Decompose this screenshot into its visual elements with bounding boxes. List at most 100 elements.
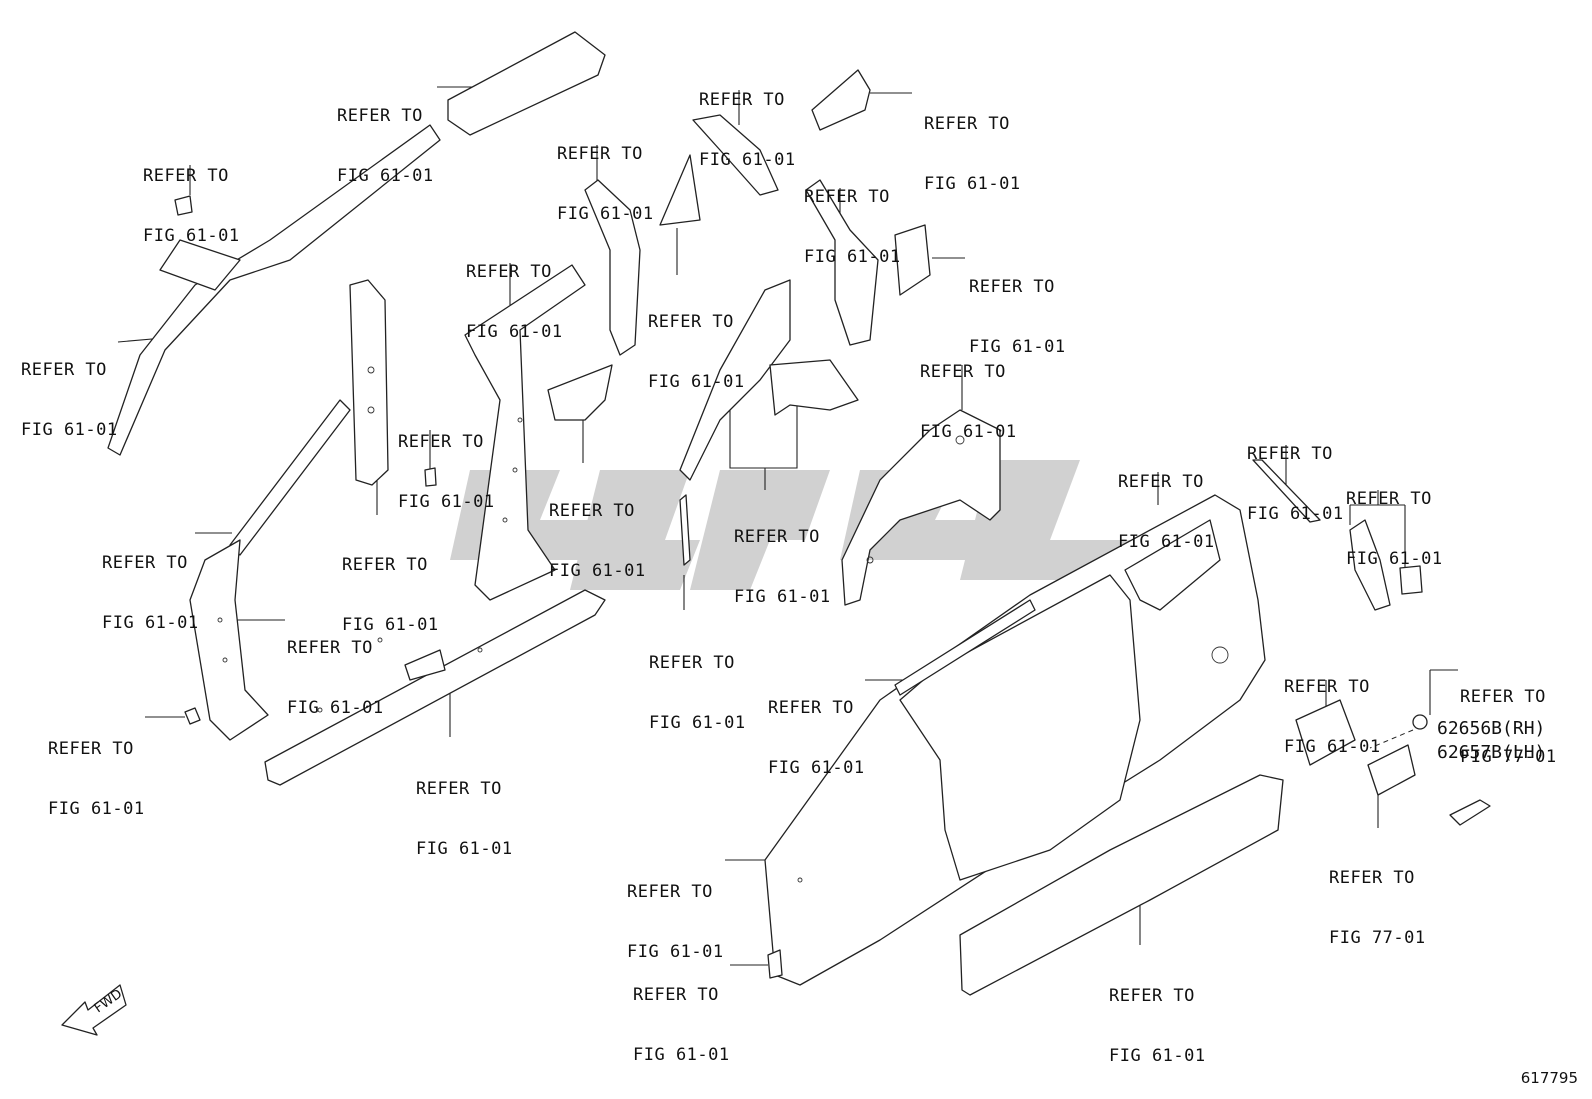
center-pillar-reinforcement-part bbox=[584, 179, 641, 356]
parts bbox=[61, 31, 1491, 1036]
callout-refer-clip-1[interactable]: REFER TO FIG 61-01 bbox=[143, 126, 240, 266]
callout-line1: REFER TO bbox=[102, 553, 188, 573]
callout-line1: REFER TO bbox=[699, 90, 785, 110]
callout-refer-fuel-filler-housing[interactable]: REFER TO FIG 61-01 bbox=[1284, 637, 1381, 777]
b-pillar-part bbox=[464, 264, 586, 601]
callout-line1: REFER TO bbox=[969, 277, 1055, 297]
callout-line1: REFER TO bbox=[633, 985, 719, 1005]
quarter-window-part bbox=[1124, 519, 1221, 611]
callout-refer-quarter-strip[interactable]: REFER TO FIG 61-01 bbox=[1247, 404, 1344, 544]
callout-refer-quarter-inner-panel[interactable]: REFER TO FIG 61-01 bbox=[920, 322, 1017, 462]
callout-line1: REFER TO bbox=[1284, 677, 1370, 697]
callout-line1: REFER TO bbox=[1247, 444, 1333, 464]
callout-line1: REFER TO bbox=[804, 187, 890, 207]
callout-line1: REFER TO bbox=[1346, 489, 1432, 509]
callout-line2: FIG 61-01 bbox=[734, 587, 831, 607]
callout-refer-bracket-1[interactable]: REFER TO FIG 61-01 bbox=[969, 237, 1066, 377]
fwd-arrow-icon bbox=[61, 984, 127, 1036]
callout-line2: FIG 61-01 bbox=[1284, 737, 1381, 757]
callout-line1: REFER TO bbox=[416, 779, 502, 799]
callout-line2: FIG 77-01 bbox=[1329, 928, 1426, 948]
gusset-part-1 bbox=[659, 154, 701, 226]
wheel-house-outer-part bbox=[769, 359, 859, 416]
callout-line1: REFER TO bbox=[48, 739, 134, 759]
callout-refer-gusset-2[interactable]: REFER TO FIG 61-01 bbox=[549, 461, 646, 601]
callout-line2: FIG 61-01 bbox=[21, 420, 118, 440]
fuel-filler-housing-part bbox=[1295, 699, 1356, 766]
callout-line2: FIG 61-01 bbox=[398, 492, 495, 512]
callout-line2: FIG 61-01 bbox=[924, 174, 1021, 194]
leader-lines bbox=[117, 86, 1458, 966]
callout-line2: FIG 61-01 bbox=[969, 337, 1066, 357]
callout-line1: REFER TO bbox=[924, 114, 1010, 134]
quarter-strip-part bbox=[1252, 459, 1321, 523]
callout-refer-side-sill[interactable]: REFER TO FIG 61-01 bbox=[1109, 946, 1206, 1086]
gusset-part-2 bbox=[547, 364, 613, 421]
callout-refer-front-pillar-outer[interactable]: REFER TO FIG 61-01 bbox=[102, 513, 199, 653]
callout-line1: REFER TO bbox=[549, 501, 635, 521]
roof-rail-rear-part bbox=[447, 31, 606, 136]
callout-refer-roof-corner[interactable]: REFER TO FIG 61-01 bbox=[924, 74, 1021, 214]
callout-refer-clip-3[interactable]: REFER TO FIG 61-01 bbox=[48, 699, 145, 839]
callout-refer-quarter-pillar-upper[interactable]: REFER TO FIG 61-01 bbox=[699, 50, 796, 190]
callout-refer-fuel-lid[interactable]: REFER TO FIG 77-01 bbox=[1329, 828, 1426, 968]
quarter-inner-panel-part bbox=[841, 409, 1001, 606]
front-pillar-outer-part bbox=[229, 399, 351, 556]
callout-refer-pillar-strip[interactable]: REFER TO FIG 61-01 bbox=[649, 613, 746, 753]
callout-line1: REFER TO bbox=[734, 527, 820, 547]
callout-refer-a-pillar-inner[interactable]: REFER TO FIG 61-01 bbox=[342, 515, 439, 655]
callout-line2: FIG 61-01 bbox=[549, 561, 646, 581]
part-code-rh[interactable]: 62656B(RH) bbox=[1437, 718, 1546, 739]
front-door-opening-part bbox=[899, 574, 1141, 881]
callout-refer-side-outer-front[interactable]: REFER TO FIG 61-01 bbox=[627, 842, 724, 982]
callout-line1: REFER TO bbox=[557, 144, 643, 164]
callout-refer-roof-drip[interactable]: REFER TO FIG 61-01 bbox=[768, 658, 865, 798]
callout-refer-quarter-inner-upper[interactable]: REFER TO FIG 61-01 bbox=[804, 147, 901, 287]
callout-line2: FIG 61-01 bbox=[342, 615, 439, 635]
callout-refer-b-pillar[interactable]: REFER TO FIG 61-01 bbox=[466, 222, 563, 362]
callout-line1: REFER TO bbox=[1109, 986, 1195, 1006]
fuel-lid-bracket-part bbox=[1449, 799, 1491, 826]
part-code-lh[interactable]: 62657B(LH) bbox=[1437, 742, 1546, 763]
callout-line2: FIG 61-01 bbox=[768, 758, 865, 778]
rocker-inner-part bbox=[264, 589, 606, 786]
callout-refer-wheel-house[interactable]: REFER TO FIG 61-01 bbox=[734, 487, 831, 627]
roof-corner-part bbox=[811, 69, 871, 131]
callout-refer-roof-side-rail[interactable]: REFER TO FIG 61-01 bbox=[21, 320, 118, 460]
callout-refer-quarter-bracket[interactable]: REFER TO FIG 61-01 bbox=[1346, 449, 1443, 589]
clip-part-3 bbox=[184, 707, 201, 725]
a-pillar-inner-part bbox=[349, 279, 389, 486]
fuel-lid-spring-part bbox=[1412, 714, 1428, 730]
callout-line2: FIG 61-01 bbox=[649, 713, 746, 733]
callout-line2: FIG 61-01 bbox=[557, 204, 654, 224]
callout-line2: FIG 61-01 bbox=[1109, 1046, 1206, 1066]
callout-refer-a-pillar-lower[interactable]: REFER TO FIG 61-01 bbox=[287, 598, 384, 738]
clip-part-5 bbox=[767, 949, 783, 979]
callout-refer-side-outer-panel[interactable]: REFER TO FIG 61-01 bbox=[1118, 432, 1215, 572]
callout-line2: FIG 61-01 bbox=[466, 322, 563, 342]
callout-line1: REFER TO bbox=[287, 638, 373, 658]
callout-line1: REFER TO bbox=[1329, 868, 1415, 888]
callout-refer-center-pillar-reinf[interactable]: REFER TO FIG 61-01 bbox=[557, 104, 654, 244]
callout-line2: FIG 61-01 bbox=[416, 839, 513, 859]
callout-line2: FIG 61-01 bbox=[699, 150, 796, 170]
callout-refer-roof-rail-rear[interactable]: REFER TO FIG 61-01 bbox=[337, 66, 434, 206]
callout-refer-fuel-lid-spring[interactable]: REFER TO FIG 77-01 bbox=[1460, 647, 1557, 787]
callout-refer-rocker-inner[interactable]: REFER TO FIG 61-01 bbox=[416, 739, 513, 879]
callout-line2: FIG 61-01 bbox=[804, 247, 901, 267]
figure-number: 617795 bbox=[1520, 1069, 1578, 1087]
callout-line1: REFER TO bbox=[920, 362, 1006, 382]
callout-refer-clip-2[interactable]: REFER TO FIG 61-01 bbox=[398, 392, 495, 532]
rocker-bracket-part bbox=[404, 649, 446, 681]
front-pillar-bracket-part bbox=[159, 239, 241, 291]
pillar-strip-part bbox=[679, 494, 691, 566]
callout-line1: REFER TO bbox=[398, 432, 484, 452]
callout-refer-clip-5[interactable]: REFER TO FIG 61-01 bbox=[633, 945, 730, 1085]
callout-line1: REFER TO bbox=[1118, 472, 1204, 492]
callout-line1: REFER TO bbox=[21, 360, 107, 380]
wheel-house-inner-part bbox=[679, 279, 791, 481]
callout-refer-gusset-1[interactable]: REFER TO FIG 61-01 bbox=[648, 272, 745, 412]
roof-drip-part bbox=[894, 599, 1036, 696]
quarter-inner-upper-part bbox=[805, 179, 879, 346]
quarter-bracket-part bbox=[1349, 519, 1391, 611]
